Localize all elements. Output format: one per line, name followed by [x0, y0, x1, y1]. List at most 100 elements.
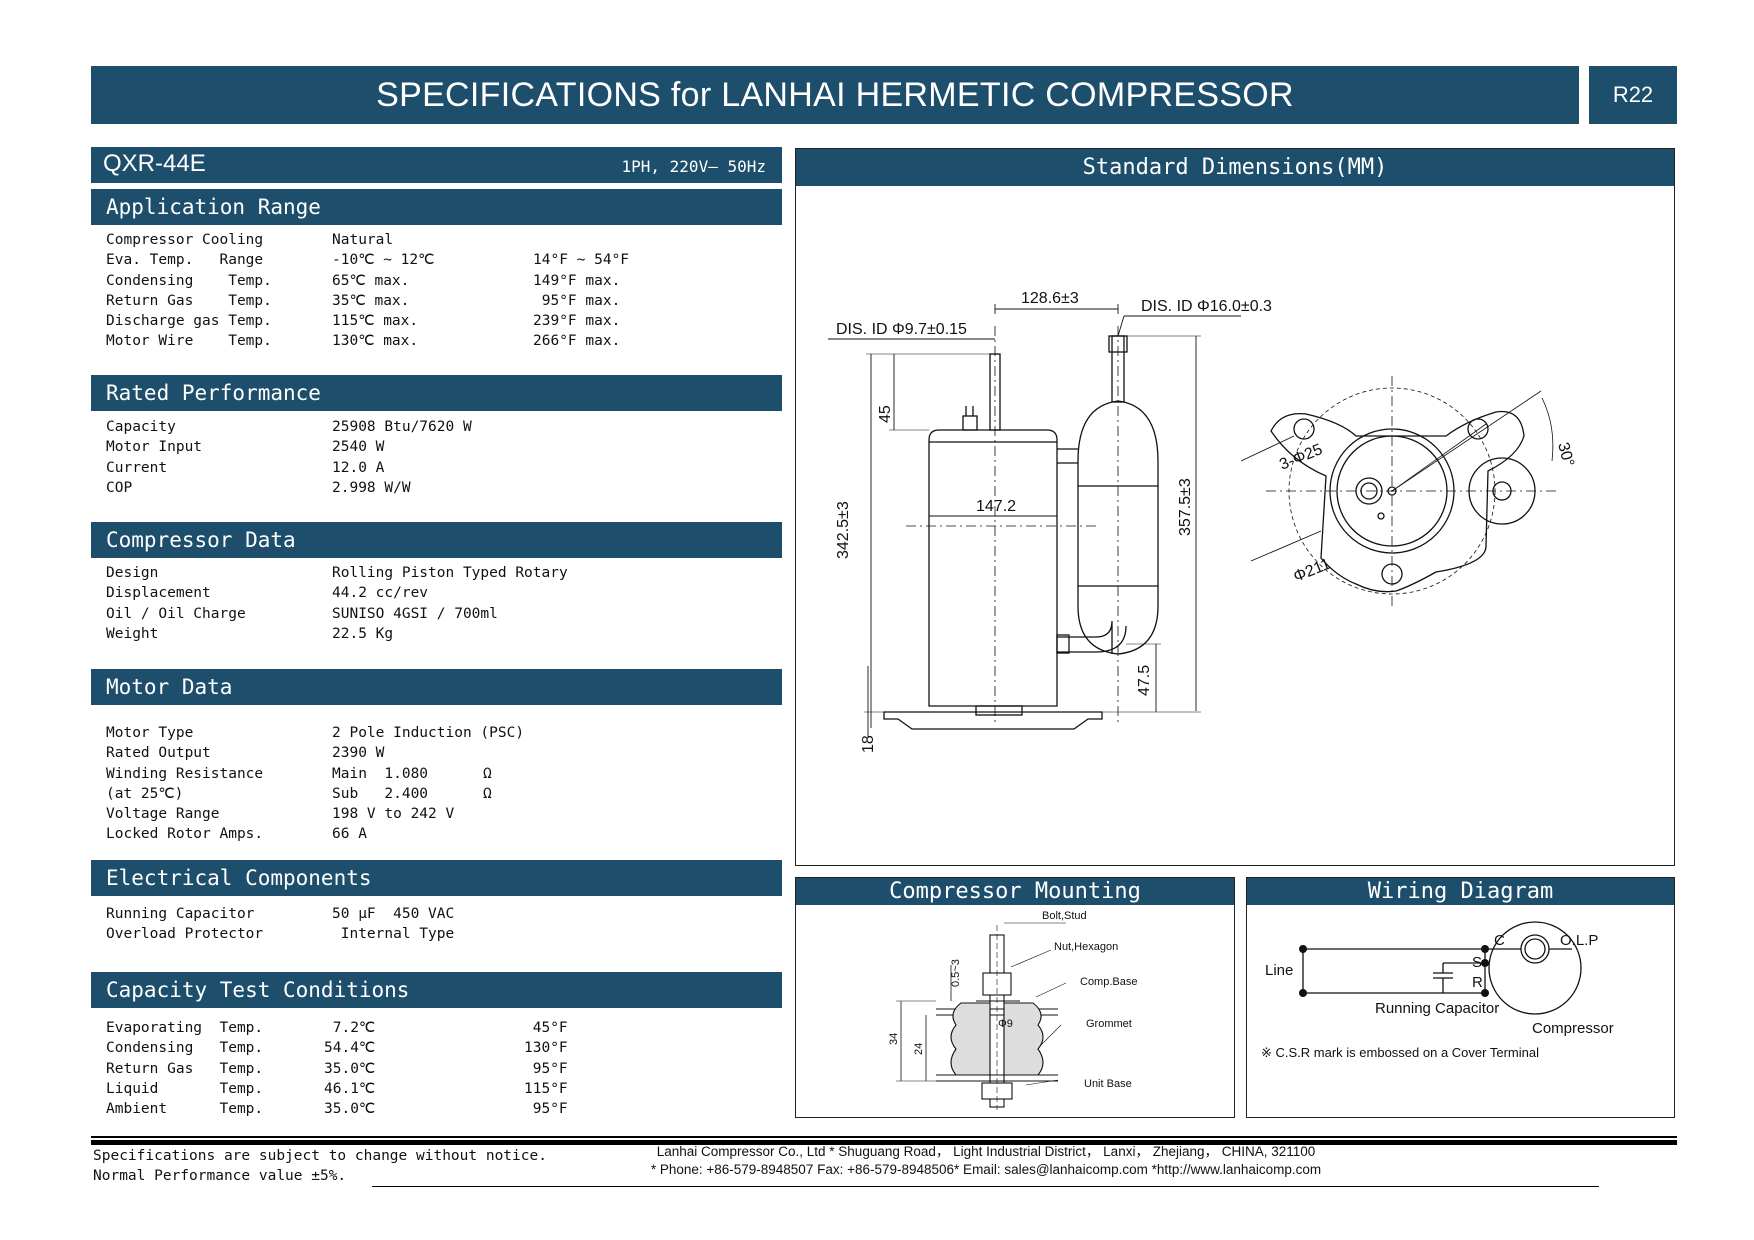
mounting-title: Compressor Mounting: [796, 878, 1234, 905]
spec-label: Discharge gas Temp.: [106, 313, 272, 330]
spec-label: Motor Wire Temp.: [106, 333, 272, 350]
spec-label: COP: [106, 479, 133, 496]
mount-label-h34: 34: [888, 1033, 900, 1045]
spec-value: Ω: [483, 765, 492, 782]
dim-width-top: 128.6±3: [1021, 290, 1079, 307]
spec-value: 35.0℃: [324, 1060, 376, 1077]
spec-value: 149°F max.: [533, 272, 621, 289]
spec-label: Locked Rotor Amps.: [106, 826, 264, 843]
spec-label: Oil / Oil Charge: [106, 605, 246, 622]
wiring-label-olp: O.L.P: [1560, 932, 1598, 949]
wiring-label-c: C: [1494, 932, 1505, 949]
spec-value: 2.998 W/W: [332, 479, 411, 496]
wiring-label-s: S: [1472, 954, 1482, 971]
spec-value: 2390 W: [332, 745, 385, 762]
spec-value: Internal Type: [332, 926, 455, 943]
spec-value: 2540 W: [332, 439, 385, 456]
spec-label: Condensing Temp.: [106, 272, 272, 289]
spec-label: (at 25℃): [106, 785, 184, 802]
wiring-label-line: Line: [1265, 962, 1293, 979]
spec-label: Running Capacitor: [106, 906, 255, 922]
dim-foot-height: 18: [860, 735, 877, 753]
mount-label-h24: 24: [913, 1043, 925, 1055]
spec-value: 2 Pole Induction (PSC): [332, 725, 525, 741]
footer-address: Lanhai Compressor Co., Ltd * Shuguang Ro…: [656, 1144, 1316, 1159]
spec-label: Displacement: [106, 585, 211, 602]
spec-value: Natural: [332, 232, 394, 248]
spec-value: 95°F: [524, 1060, 568, 1077]
dim-suction-height: 47.5: [1136, 665, 1153, 696]
spec-value: 50 μF 450 VAC: [332, 906, 455, 922]
spec-label: Eva. Temp. Range: [106, 252, 264, 269]
refrigerant-badge: R22: [1589, 66, 1677, 124]
spec-value: 35.0℃: [324, 1101, 376, 1118]
footer-company: Lanhai Compressor Co., Ltd * Shuguang Ro…: [646, 1143, 1326, 1179]
footer-contact: * Phone: +86-579-8948507 Fax: +86-579-89…: [650, 1162, 1322, 1177]
spec-value: Ω: [483, 785, 492, 802]
spec-label: Return Gas Temp.: [106, 292, 272, 309]
dim-dis-large: DIS. ID Φ16.0±0.3: [1141, 298, 1272, 315]
spec-label: Capacity: [106, 419, 176, 435]
footer-note-tolerance: Normal Performance value ±5%.: [93, 1168, 347, 1184]
section-title-application: Application Range: [91, 189, 782, 225]
mounting-panel: Compressor Mounting Bolt,Stud: [795, 877, 1235, 1118]
spec-label: Condensing Temp.: [106, 1040, 264, 1057]
dimensions-panel: Standard Dimensions(MM): [795, 148, 1675, 866]
dimensions-title: Standard Dimensions(MM): [796, 149, 1674, 186]
section-title-performance: Rated Performance: [91, 375, 782, 411]
spec-label: Liquid Temp.: [106, 1080, 264, 1097]
spec-label: Voltage Range: [106, 806, 220, 823]
wiring-panel: Wiring Diagram C O.L.P: [1246, 877, 1675, 1118]
spec-label: Compressor Cooling: [106, 232, 264, 248]
spec-label: Design: [106, 565, 159, 581]
mount-label-nut: Nut,Hexagon: [1054, 941, 1118, 953]
spec-value: 22.5 Kg: [332, 625, 394, 642]
spec-value: 115℃ max.: [332, 313, 419, 330]
model-bar: QXR-44E 1PH, 220V— 50Hz: [91, 147, 782, 183]
spec-label: Return Gas Temp.: [106, 1060, 264, 1077]
spec-value: Rolling Piston Typed Rotary: [332, 565, 568, 581]
section-title-electrical: Electrical Components: [91, 860, 782, 896]
footer-underline: [372, 1186, 1599, 1187]
spec-value: 130℃ max.: [332, 333, 419, 350]
mounting-drawing: Bolt,Stud Nut,Hexagon Comp.Base Grommet …: [888, 910, 1137, 1110]
spec-value: 25908 Btu/7620 W: [332, 419, 472, 435]
spec-label: Rated Output: [106, 745, 211, 762]
dim-mount-circle: Φ211: [1291, 556, 1333, 586]
spec-value: -10℃ ~ 12℃: [332, 252, 435, 269]
spec-value: 65℃ max.: [332, 272, 410, 289]
spec-value: SUNISO 4GSI / 700ml: [332, 605, 498, 622]
spec-label: Weight: [106, 625, 159, 642]
spec-value: 95°F max.: [533, 292, 621, 309]
spec-value: 12.0 A: [332, 459, 385, 476]
wiring-note: ※ C.S.R mark is embossed on a Cover Term…: [1261, 1045, 1539, 1060]
spec-value: Sub 2.400: [332, 785, 429, 802]
model-power: 1PH, 220V— 50Hz: [621, 157, 767, 176]
spec-value: 54.4℃: [324, 1040, 376, 1057]
spec-value: 14°F ~ 54°F: [533, 252, 630, 269]
page-title: SPECIFICATIONS for LANHAI HERMETIC COMPR…: [91, 66, 1579, 124]
dim-body-diameter: 147.2: [976, 498, 1016, 515]
dim-terminal-height: 45: [877, 405, 894, 423]
dimensions-drawing: 128.6±3 DIS. ID Φ16.0±0.3 DIS. ID Φ9.7±0…: [828, 290, 1577, 753]
spec-label: Motor Input: [106, 439, 203, 456]
spec-label: Winding Resistance: [106, 765, 264, 782]
mount-label-unit-base: Unit Base: [1084, 1078, 1132, 1090]
spec-label: Evaporating Temp.: [106, 1020, 264, 1036]
spec-value: 7.2℃: [324, 1020, 376, 1036]
spec-label: Motor Type: [106, 725, 194, 741]
spec-value: 198 V to 242 V: [332, 806, 455, 823]
spec-label: Current: [106, 459, 168, 476]
spec-value: 130°F: [524, 1040, 568, 1057]
section-title-compressor: Compressor Data: [91, 522, 782, 558]
mount-label-bolt: Bolt,Stud: [1042, 910, 1087, 922]
spec-label: Overload Protector: [106, 926, 264, 943]
dim-angle: 30°: [1554, 441, 1577, 469]
footer-rule: [91, 1136, 1677, 1138]
wiring-title: Wiring Diagram: [1247, 878, 1674, 905]
wiring-label-compressor: Compressor: [1532, 1020, 1614, 1037]
wiring-drawing: C O.L.P S R Line Running Capacitor Compr…: [1261, 921, 1614, 1060]
spec-value: 115°F: [524, 1080, 568, 1097]
dim-total-height: 342.5±3: [835, 501, 852, 559]
mount-label-d9: Φ9: [998, 1018, 1013, 1030]
